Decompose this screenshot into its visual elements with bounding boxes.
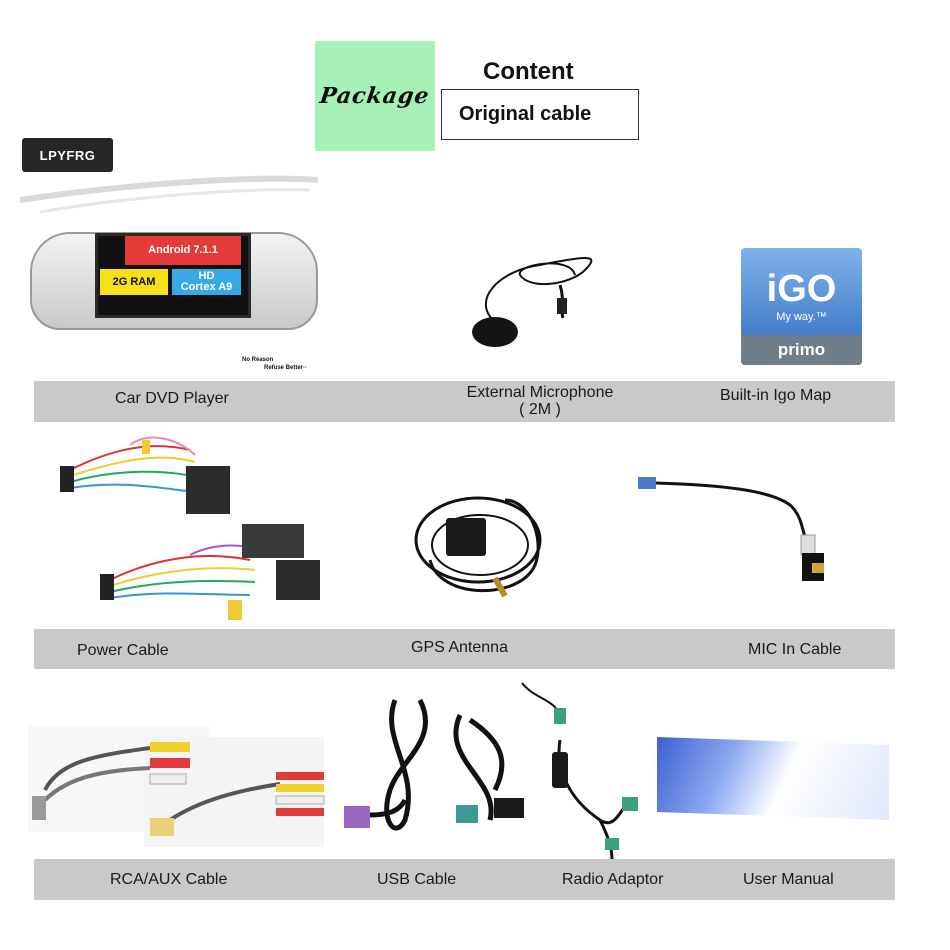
label-band-2 xyxy=(34,629,895,669)
igo-logo-text: iGO xyxy=(766,268,837,310)
label-usb-cable: USB Cable xyxy=(377,871,457,888)
label-power-cable: Power Cable xyxy=(77,642,169,659)
igo-tagline: My way.™ xyxy=(776,311,827,323)
label-mic-in-cable: MIC In Cable xyxy=(748,641,842,658)
label-mic-line1: External Microphone xyxy=(466,384,614,401)
car-dvd-screen: Android 7.1.1 2G RAM HD Cortex A9 xyxy=(95,233,251,318)
label-user-manual: User Manual xyxy=(743,871,834,888)
note-line-2: Refuse Better·· xyxy=(264,365,308,371)
label-rca-aux-cable: RCA/AUX Cable xyxy=(110,871,228,888)
label-band-1 xyxy=(34,381,895,422)
original-cable-label: Original cable xyxy=(459,103,592,125)
brand-badge: LPYFRG xyxy=(22,138,113,172)
android-tile: Android 7.1.1 xyxy=(125,236,241,265)
label-radio-adaptor: Radio Adaptor xyxy=(562,871,664,888)
igo-edition: primo xyxy=(741,335,862,365)
original-cable-box: Original cable xyxy=(441,89,639,140)
label-car-dvd: Car DVD Player xyxy=(115,390,229,407)
cortex-label: Cortex A9 xyxy=(180,281,233,293)
label-band-3 xyxy=(34,859,895,900)
hd-label: HD xyxy=(198,270,215,282)
ram-tile: 2G RAM xyxy=(100,269,168,295)
label-gps-antenna: GPS Antenna xyxy=(411,639,508,656)
note-line-1: No Reason xyxy=(242,357,274,363)
package-badge: Package xyxy=(315,41,435,151)
user-manual-image xyxy=(657,736,889,821)
igo-logo: iGO My way.™ primo xyxy=(741,248,862,365)
content-title: Content xyxy=(483,58,574,85)
label-mic-line2: ( 2M ) xyxy=(519,401,561,418)
label-igo-map: Built-in Igo Map xyxy=(720,387,832,404)
cortex-tile: HD Cortex A9 xyxy=(172,269,241,295)
